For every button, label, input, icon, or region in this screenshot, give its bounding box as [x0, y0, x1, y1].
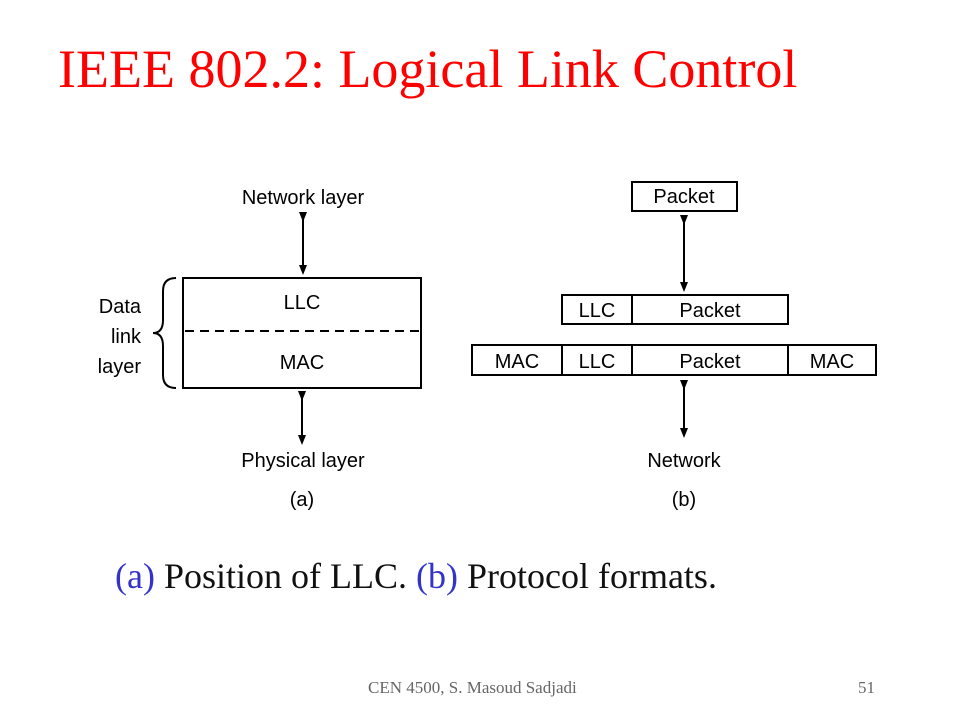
caption-part-a-text: Position of LLC.	[154, 556, 416, 596]
mac-sublayer-label: MAC	[280, 352, 324, 374]
mac-frame-llc-label: LLC	[579, 351, 616, 373]
footer-course: CEN 4500, S. Masoud Sadjadi	[368, 678, 577, 697]
data-link-label-line1: Data	[99, 296, 142, 318]
slide-title: IEEE 802.2: Logical Link Control	[58, 39, 798, 99]
data-link-brace	[152, 277, 177, 389]
data-link-label-line3: layer	[98, 356, 142, 378]
network-label: Network	[647, 450, 721, 472]
mac-frame-trailer-label: MAC	[810, 351, 854, 373]
mac-frame-header-label: MAC	[495, 351, 539, 373]
llc-frame-header-label: LLC	[579, 300, 616, 322]
diagram-a-sublabel: (a)	[290, 489, 314, 511]
mac-frame-packet-label: Packet	[679, 351, 741, 373]
diagram-b-sublabel: (b)	[672, 489, 696, 511]
llc-frame-box	[561, 294, 789, 325]
network-layer-label: Network layer	[242, 187, 365, 209]
llc-frame-packet-label: Packet	[679, 300, 741, 322]
footer-page-number: 51	[858, 678, 875, 697]
caption-part-b-text: Protocol formats.	[457, 556, 717, 596]
mac-frame-box	[471, 344, 877, 376]
caption-part-b-label: (b)	[416, 556, 458, 596]
data-link-layer-box	[182, 277, 422, 389]
physical-layer-label: Physical layer	[241, 450, 365, 472]
data-link-label-line2: link	[111, 326, 142, 348]
packet-box	[631, 181, 738, 212]
figure-caption: (a) Position of LLC. (b) Protocol format…	[115, 552, 717, 600]
llc-sublayer-label: LLC	[284, 292, 321, 314]
packet-label: Packet	[653, 186, 715, 208]
caption-part-a-label: (a)	[115, 556, 155, 596]
